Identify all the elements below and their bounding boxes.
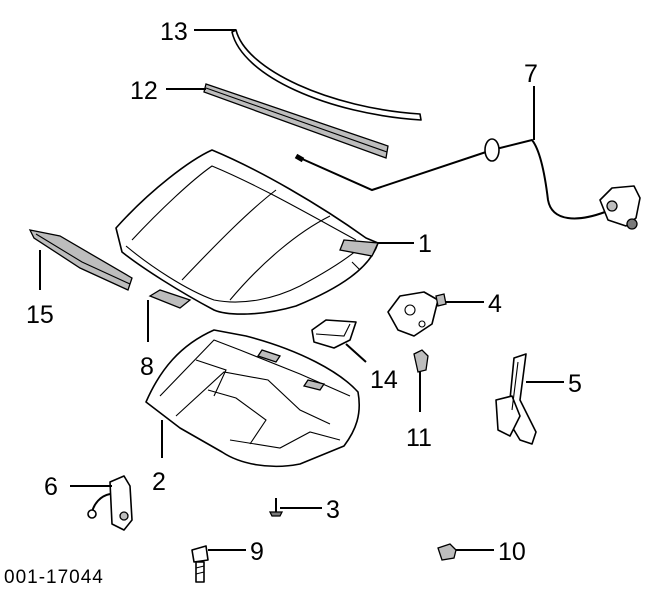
leader-14 bbox=[345, 343, 367, 363]
part-6-safety-catch bbox=[87, 475, 133, 531]
callout-15: 15 bbox=[26, 301, 54, 329]
callout-13: 13 bbox=[160, 18, 188, 46]
callout-6: 6 bbox=[44, 473, 58, 501]
part-14-bracket bbox=[311, 319, 357, 349]
callout-12: 12 bbox=[130, 77, 158, 105]
leader-lines bbox=[39, 29, 564, 551]
part-9-bolt bbox=[191, 545, 209, 583]
callout-3: 3 bbox=[326, 496, 340, 524]
part-13-hood-seal bbox=[231, 29, 422, 121]
callout-9: 9 bbox=[250, 538, 264, 566]
callout-labels: 13 12 7 1 15 8 14 4 11 5 2 6 3 9 10 bbox=[26, 18, 582, 566]
part-15-front-molding bbox=[28, 229, 133, 291]
callout-1: 1 bbox=[418, 230, 432, 258]
part-3-screw bbox=[268, 498, 284, 517]
callout-7: 7 bbox=[524, 60, 538, 88]
part-1-hood bbox=[115, 149, 379, 315]
callout-4: 4 bbox=[488, 290, 502, 318]
part-11-bumper bbox=[413, 349, 429, 373]
part-5-hinge bbox=[495, 353, 537, 445]
part-7-release-cable bbox=[294, 138, 641, 230]
callout-5: 5 bbox=[568, 370, 582, 398]
part-4-latch bbox=[387, 291, 447, 337]
figure-code: 001-17044 bbox=[4, 567, 104, 588]
part-2-inner-panel bbox=[145, 329, 360, 468]
part-8-pad bbox=[148, 289, 192, 309]
callout-10: 10 bbox=[498, 538, 526, 566]
callout-14: 14 bbox=[370, 366, 398, 394]
callout-11: 11 bbox=[406, 424, 432, 452]
part-10-clip bbox=[437, 543, 457, 561]
callout-2: 2 bbox=[152, 468, 166, 496]
part-12-cowl-strip bbox=[203, 83, 389, 159]
callout-8: 8 bbox=[140, 353, 154, 381]
